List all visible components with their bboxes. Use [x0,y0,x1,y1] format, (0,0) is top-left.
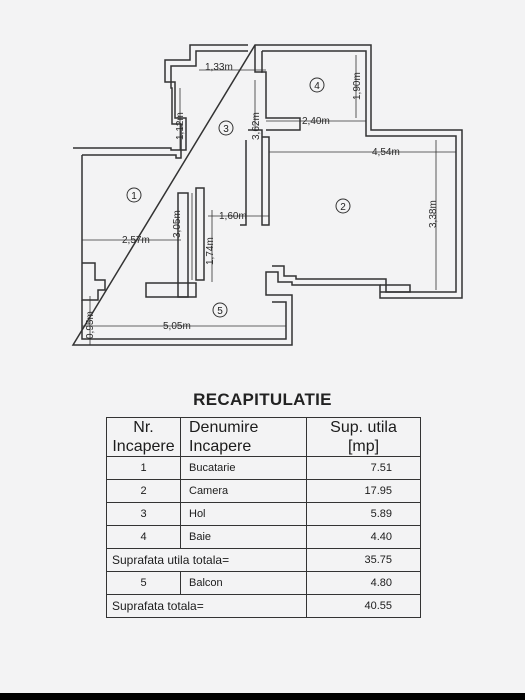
table-header-row: Nr. Incapere Denumire Incapere Sup. util… [106,417,421,457]
room-marker-2: 2 [340,202,346,213]
table-row: 4 Baie 4.40 [106,525,421,549]
row-nr: 3 [106,502,181,526]
floor-plan: 1,33m 1,12m 3,62m 1,90m 2,40m 4,54m 3,05… [71,44,463,346]
wall-inner-1 [82,50,248,159]
header-name-line1: Denumire [189,419,259,436]
total-row: Suprafata totala= 40.55 [106,594,421,618]
row-nr: 2 [106,479,181,503]
wall-inner-3 [81,155,106,301]
room-marker-1: 1 [131,191,137,202]
table-row: 1 Bucatarie 7.51 [106,456,421,480]
header-area-line2: [mp] [347,438,380,455]
dim-3-05: 3,05m [172,210,183,238]
dim-3-62: 3,62m [251,112,262,140]
table-row: 2 Camera 17.95 [106,479,421,503]
partition-hall [248,129,270,226]
room-marker-3: 3 [223,124,229,135]
header-name: Denumire Incapere [180,417,307,457]
room-marker-5: 5 [217,306,223,317]
wall-outline-2 [71,44,463,346]
subtotal-row: Suprafata utila totala= 35.75 [106,548,421,572]
dim-0-95: 0,95m [85,311,96,339]
row-name: Baie [180,525,307,549]
total-value: 40.55 [306,594,421,618]
wall-stub-kitchen [145,282,197,298]
balcony-nr: 5 [106,571,181,595]
dim-2-40: 2,40m [302,116,330,127]
dim-1-60: 1,60m [219,211,247,222]
partition-hall-2 [240,140,247,226]
subtotal-label: Suprafata utila totala= [106,548,307,572]
header-area-line1: Sup. utila [330,419,397,436]
row-name: Hol [180,502,307,526]
dim-1-90: 1,90m [352,72,363,100]
recap-heading: RECAPITULATIE [193,390,332,409]
wall-inner-4 [81,300,287,340]
header-name-line2: Incapere [189,438,252,455]
table-row: 3 Hol 5.89 [106,502,421,526]
header-nr-line1: Nr. [133,419,154,436]
dim-2-57: 2,57m [122,235,150,246]
dim-1-12: 1,12m [175,112,186,140]
subtotal-value: 35.75 [306,548,421,572]
balcony-name: Balcon [180,571,307,595]
wall-outline [73,44,248,151]
window-camera [380,284,411,293]
balcony-area: 4.80 [306,571,421,595]
room-markers [126,77,351,318]
partition-kitchen-2 [195,187,205,281]
partition-bath [254,45,263,73]
partition-kitchen [177,192,189,298]
bottom-edge [0,693,525,700]
dim-3-38: 3,38m [428,200,439,228]
total-label: Suprafata totala= [106,594,307,618]
row-name: Bucatarie [180,456,307,480]
header-nr-line2: Incapere [112,438,175,455]
row-name: Camera [180,479,307,503]
room-marker-4: 4 [314,81,320,92]
header-nr: Nr. Incapere [106,417,181,457]
row-nr: 1 [106,456,181,480]
dim-5-05: 5,05m [163,321,191,332]
table-row: 5 Balcon 4.80 [106,571,421,595]
partition-bath-2 [261,71,301,131]
recap-table: Nr. Incapere Denumire Incapere Sup. util… [106,417,421,618]
room-marker-labels: 1 2 3 4 5 [131,81,346,317]
row-area: 7.51 [306,456,421,480]
row-area: 4.40 [306,525,421,549]
dimension-lines [82,55,456,345]
header-area: Sup. utila [mp] [306,417,421,457]
row-area: 17.95 [306,479,421,503]
dimension-labels: 1,33m 1,12m 3,62m 1,90m 2,40m 4,54m 3,05… [85,62,439,339]
row-area: 5.89 [306,502,421,526]
dim-1-74: 1,74m [205,237,216,265]
dim-4-54: 4,54m [372,147,400,158]
dim-1-33: 1,33m [205,62,233,73]
row-nr: 4 [106,525,181,549]
